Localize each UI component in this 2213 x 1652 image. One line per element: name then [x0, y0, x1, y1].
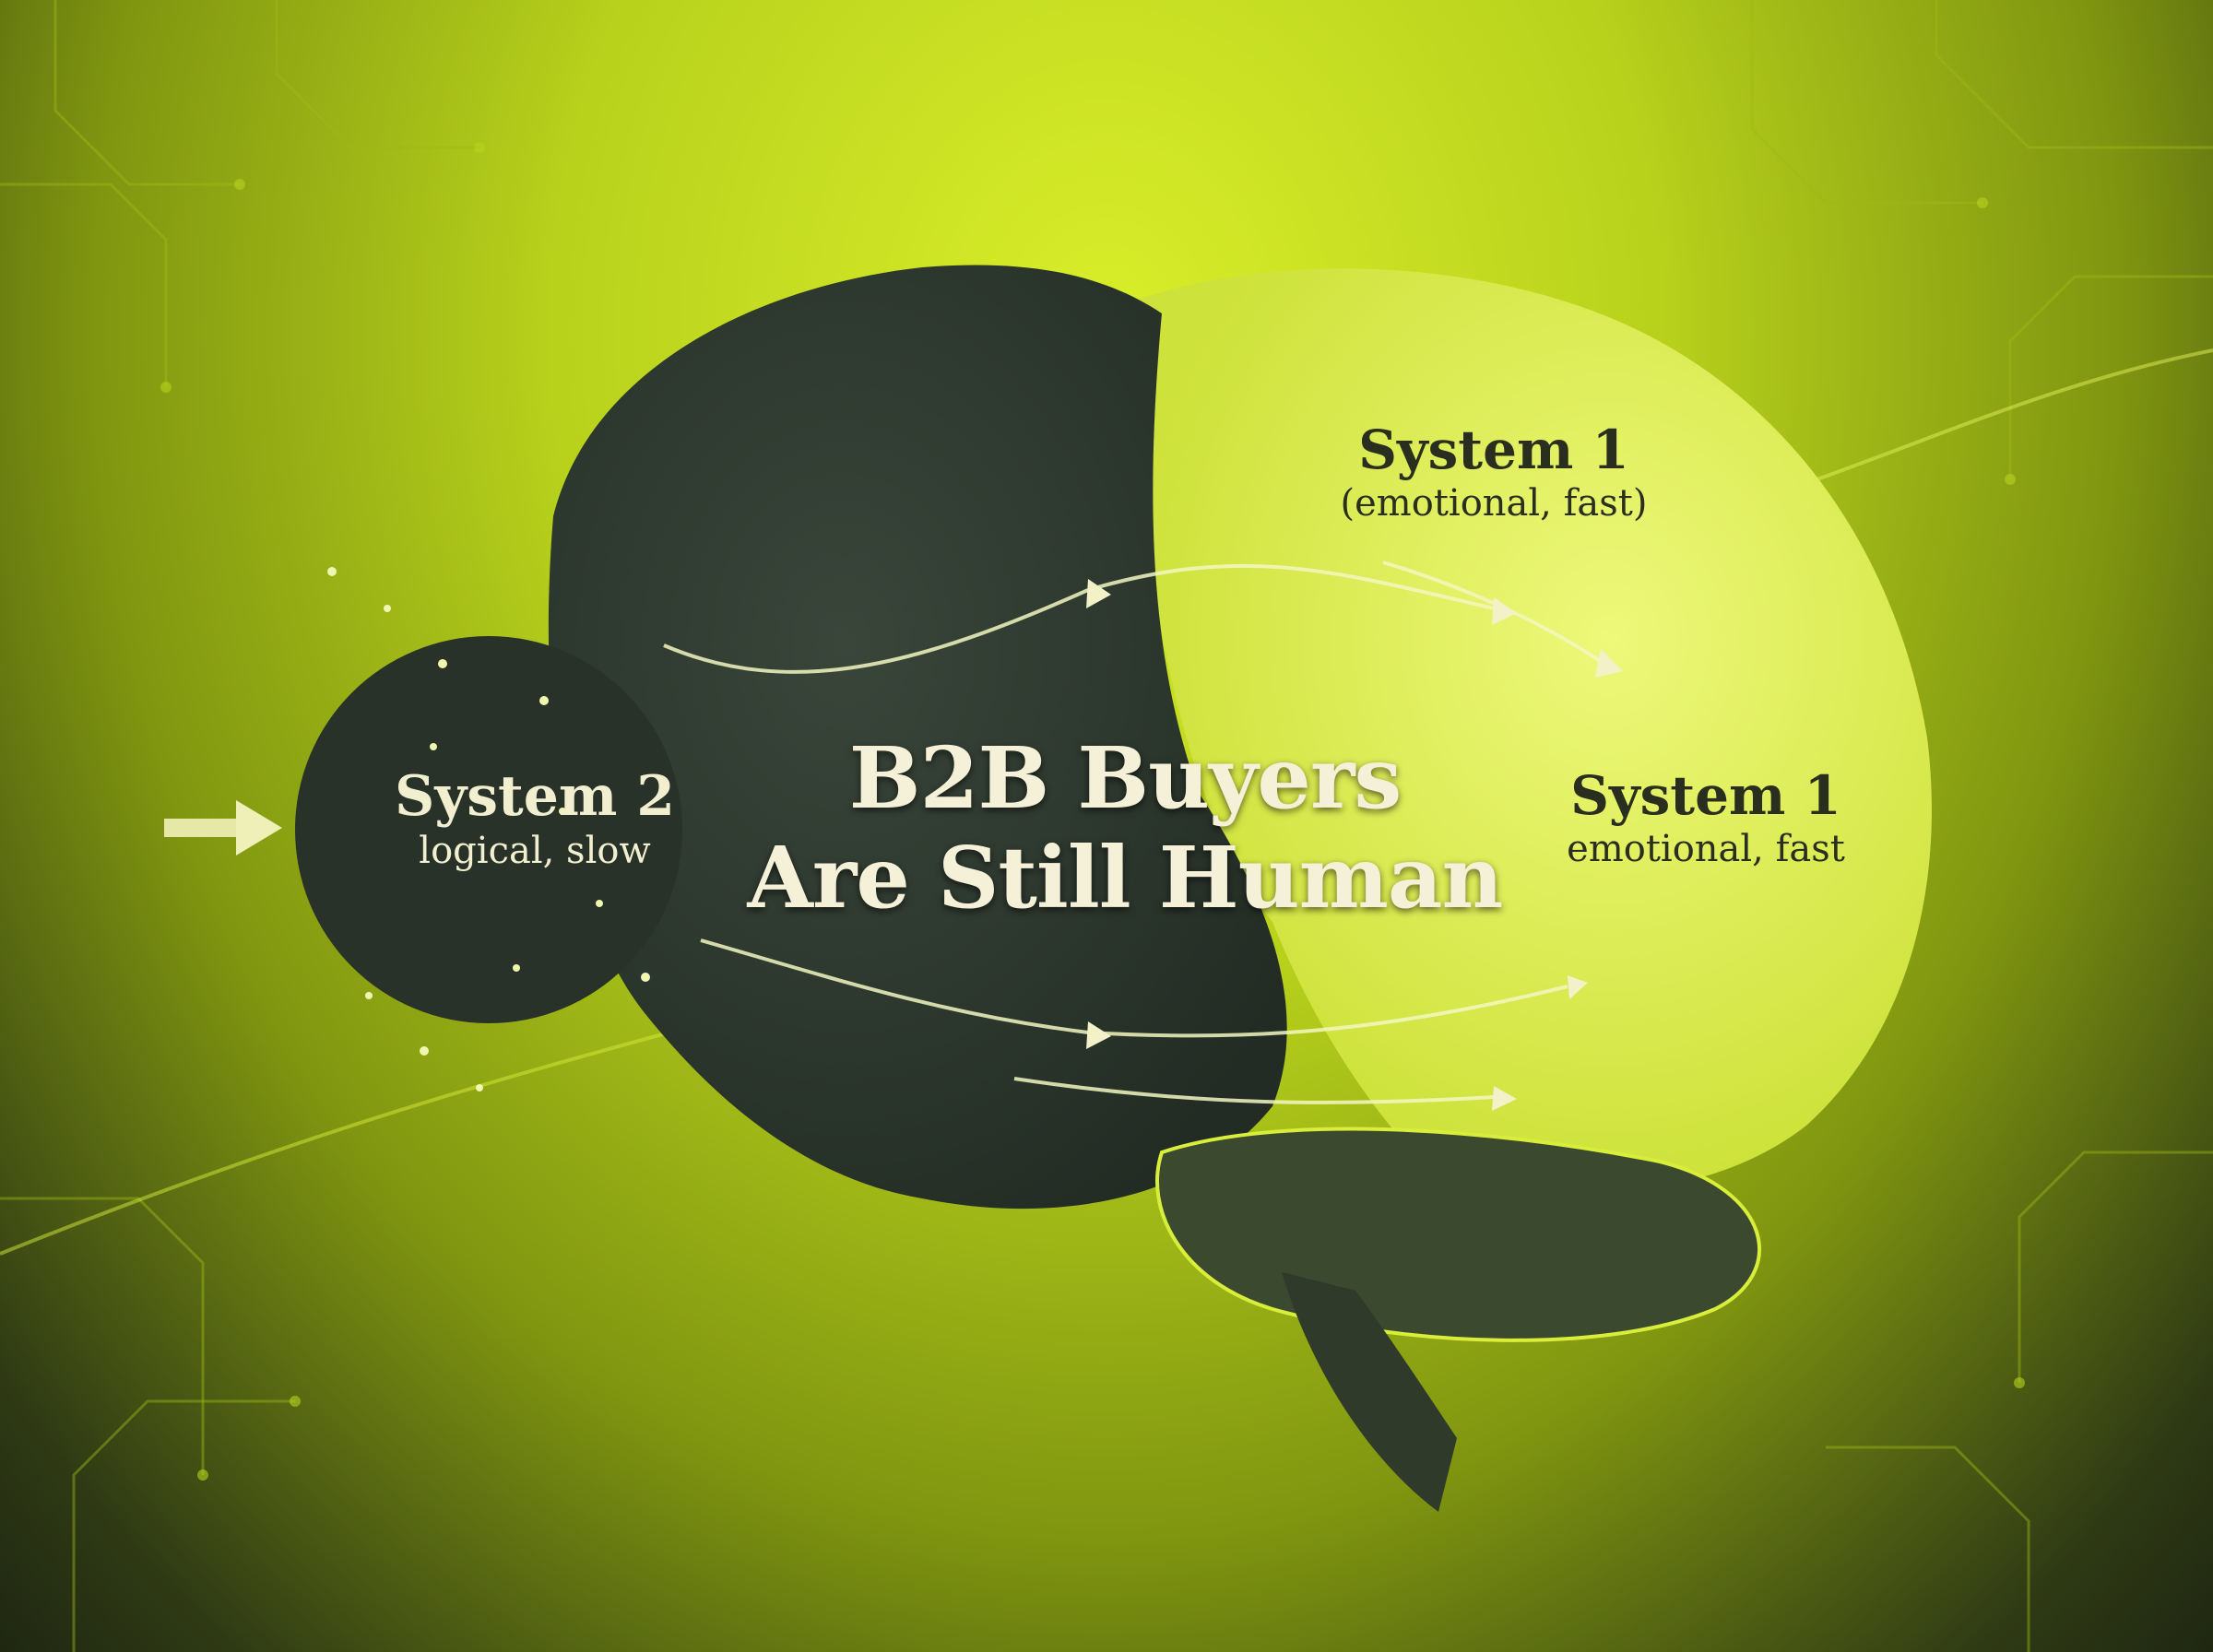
system-1-right-label: System 1 emotional, fast	[1531, 765, 1881, 872]
headline-line-1: B2B Buyers	[848, 728, 1402, 828]
headline-line-2: Are Still Human	[747, 828, 1504, 927]
system-1-top-subtitle: (emotional, fast)	[1340, 482, 1648, 525]
input-arrow-icon	[164, 800, 282, 856]
system-1-right-title: System 1	[1570, 764, 1841, 827]
system-2-title: System 2	[395, 764, 675, 829]
system-1-top-label: System 1 (emotional, fast)	[1272, 419, 1715, 526]
system-1-right-subtitle: emotional, fast	[1567, 828, 1845, 870]
system-1-top-title: System 1	[1358, 419, 1629, 481]
headline: B2B Buyers Are Still Human	[710, 728, 1540, 927]
system-2-subtitle: logical, slow	[419, 830, 651, 872]
system-2-label: System 2 logical, slow	[350, 765, 719, 874]
